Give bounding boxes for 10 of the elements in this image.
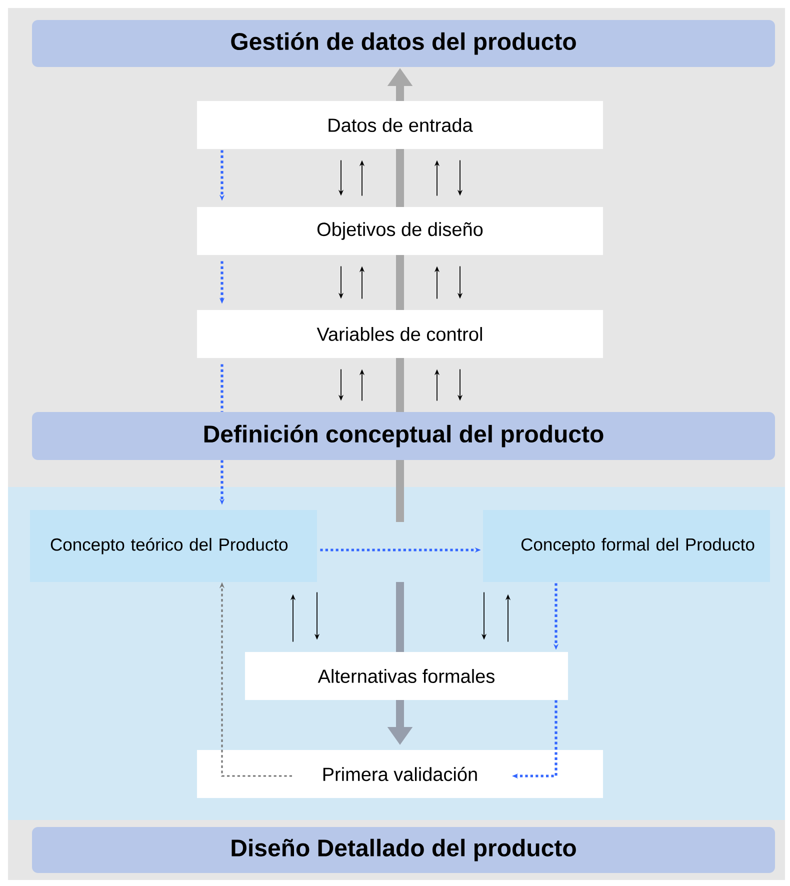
process-box: Datos de entrada [197,101,603,149]
stage-band: Diseño Detallado del producto [32,827,775,873]
concept-box: Concepto formal del Producto [483,510,770,582]
process-box: Objetivos de diseño [197,207,603,255]
stage-band: Gestión de datos del producto [32,20,775,67]
process-box: Alternativas formales [245,652,568,700]
stage-band: Definición conceptual del producto [32,412,775,460]
concept-box: Concepto teórico del Producto [30,510,317,582]
process-box: Primera validación [197,750,603,798]
process-box: Variables de control [197,310,603,358]
